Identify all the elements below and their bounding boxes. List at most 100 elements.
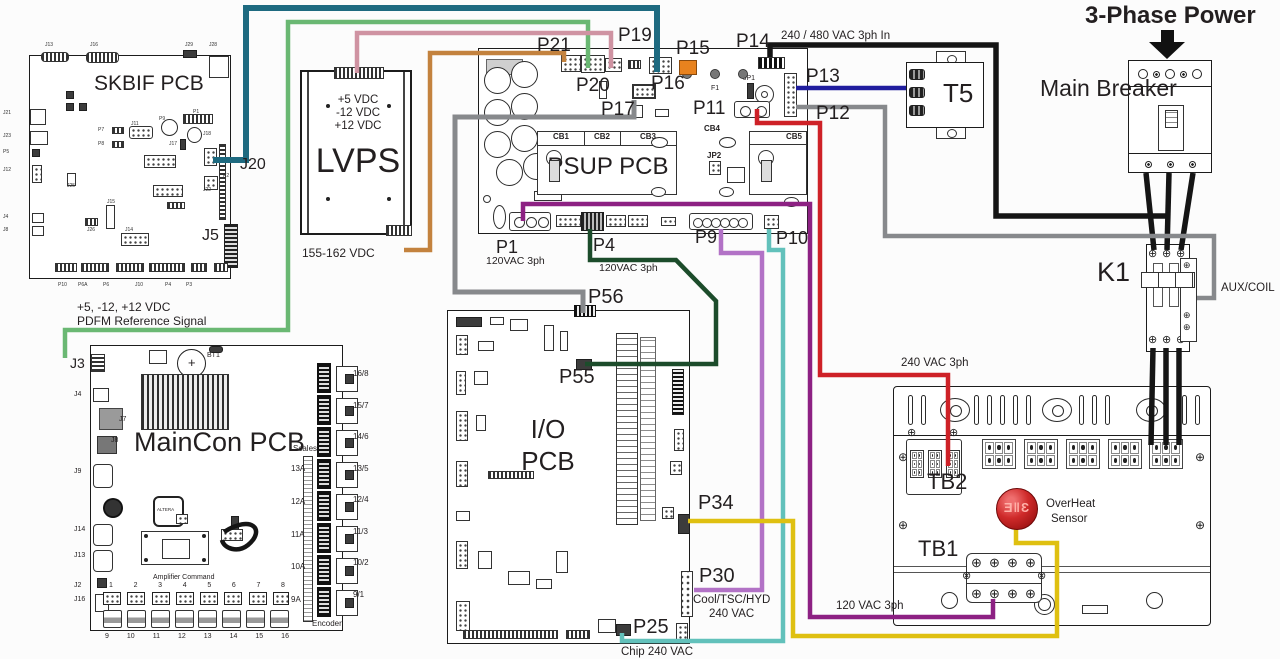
maincon-conn-j8 <box>97 436 117 454</box>
scales-ref: 12A <box>291 496 306 506</box>
io-part <box>456 335 468 355</box>
vent-slot <box>1013 395 1018 425</box>
vac-in-label: 240 / 480 VAC 3ph In <box>781 30 891 42</box>
tb1-screw: ⊕ <box>989 586 1000 601</box>
psup-p14-label: P14 <box>736 31 770 52</box>
amp-number: 9 <box>105 633 109 640</box>
io-p55-label: P55 <box>559 366 595 388</box>
psup-part <box>655 109 669 117</box>
connector-ref: J13 <box>74 552 86 559</box>
maincon-ribbon <box>317 427 331 457</box>
io-part <box>456 541 468 569</box>
tb2-wire-label: 240 VAC 3ph <box>901 357 969 369</box>
connector-ref: J22 <box>203 187 212 193</box>
psup-p21-label: P21 <box>537 35 571 56</box>
io-part <box>478 341 494 351</box>
io-conn-right <box>670 461 682 475</box>
psup-conn-p10 <box>764 215 779 229</box>
connector-ref: P2 <box>223 173 230 179</box>
k1-aux-screw: ⊕ <box>1183 260 1191 270</box>
skbif-conn-p1 <box>183 114 213 124</box>
maincon-conn-j14 <box>93 524 113 546</box>
io-part <box>456 511 470 521</box>
tb1-screw: ⊕ <box>1007 555 1018 570</box>
skbif-j5-label: J5 <box>202 227 219 244</box>
psup-conn-p14 <box>758 57 785 69</box>
amp-number: 2 <box>133 582 138 589</box>
io-conn-bottom <box>566 630 590 639</box>
io-part <box>536 579 552 589</box>
panel-screw: ⊕ <box>898 518 909 532</box>
skbif-conn-j12 <box>32 165 42 183</box>
maincon-j7-label: J7 <box>119 416 127 423</box>
t5-mount-hole <box>947 129 957 138</box>
skbif-conn-j26 <box>85 218 98 226</box>
skbif-conn-p2 <box>219 144 226 220</box>
connector-ref: J28 <box>209 42 218 48</box>
maincon-conn-j2 <box>97 578 107 588</box>
skbif-conn-j5 <box>224 224 238 268</box>
psup-p1-pin <box>538 217 549 228</box>
skbif-conn-p10 <box>55 263 77 272</box>
connector-ref: P7 <box>98 127 105 133</box>
psup-pcb-board: CB1 CB2 CB3 PSUP PCB CB5 CB4 JP2 F1 JP1 <box>478 48 808 234</box>
maincon-ribbon <box>317 459 331 489</box>
vent-slot <box>1182 395 1187 425</box>
breaker-lug <box>1166 160 1174 168</box>
maincon-ribbon <box>317 395 331 425</box>
connector-ref: J16 <box>90 42 99 48</box>
maincon-conn-round <box>103 498 123 518</box>
encoder-ref: 16/8 <box>353 369 369 378</box>
k1-screw: ⊕ <box>1162 248 1172 260</box>
amp-number: 16 <box>281 633 289 640</box>
breaker-terminal <box>1192 68 1203 79</box>
io-conn-p30 <box>681 571 693 617</box>
io-conn-misc <box>676 623 688 641</box>
io-part <box>456 371 466 395</box>
maincon-chip-label: ALTERA <box>157 507 175 512</box>
io-p30-function-label1: Cool/TSC/HYD <box>693 594 771 606</box>
terminal-group-k1-feed <box>1149 439 1183 469</box>
overheat-sensor-symbol: Ǝ‖Ɛ <box>1003 500 1031 515</box>
terminal-group <box>1024 439 1058 469</box>
skbif-conn-j23 <box>30 131 48 145</box>
tb1-screw: ⊕ <box>971 586 982 601</box>
psup-conn-p16 <box>649 57 672 74</box>
skbif-j20-label: J20 <box>240 156 266 173</box>
connector-ref: J13 <box>45 42 54 48</box>
psup-capacitor <box>484 99 511 126</box>
lvps-top-connector <box>334 67 384 79</box>
connector-ref: J8 <box>3 227 9 233</box>
amp-number: 4 <box>182 582 187 589</box>
psup-p19-label: P19 <box>618 25 652 46</box>
psup-conn-misc <box>606 215 626 227</box>
tb2-terminal <box>910 450 924 478</box>
connector-ref: J25 <box>67 183 76 189</box>
maincon-part <box>209 346 223 353</box>
skbif-conn-p3 <box>214 263 228 272</box>
breaker-lug <box>1144 160 1152 168</box>
tb1-screw: ⊕ <box>1007 586 1018 601</box>
psup-conn-p15 <box>679 60 697 75</box>
connector-ref: J21 <box>3 110 12 116</box>
vent-slot <box>987 395 992 425</box>
psup-p9-label: P9 <box>695 227 718 247</box>
wire-breaker-to-k1 <box>1164 172 1172 251</box>
psup-capacitor <box>511 93 538 120</box>
scales-ref: 13A <box>291 464 306 473</box>
breaker-terminal <box>1180 71 1188 78</box>
io-part <box>510 319 528 331</box>
maincon-encoder-title: Encoder <box>312 619 342 628</box>
io-conn-p25 <box>616 624 631 636</box>
lvps-voltage-1: +5 VDC <box>337 94 379 106</box>
connector-ref: P9 <box>159 116 166 122</box>
psup-hole <box>483 195 491 203</box>
skbif-sw2 <box>66 103 74 111</box>
psup-conn-p19 <box>605 58 622 72</box>
io-part <box>476 415 486 431</box>
overheat-label-line1: OverHeat <box>1046 498 1096 510</box>
